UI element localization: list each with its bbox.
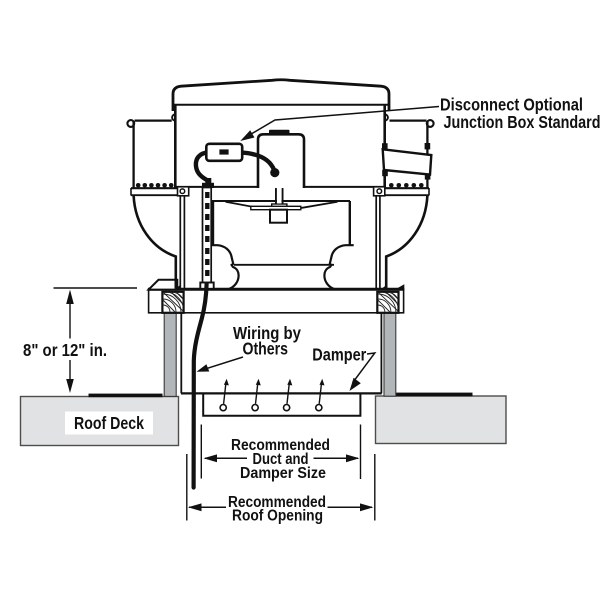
svg-text:Roof Deck: Roof Deck [74, 413, 144, 433]
svg-text:Damper: Damper [312, 345, 366, 365]
svg-text:Roof Opening: Roof Opening [232, 508, 323, 525]
svg-text:Duct and: Duct and [253, 451, 309, 468]
svg-text:8" or 12" in.: 8" or 12" in. [23, 340, 107, 360]
svg-text:Recommended: Recommended [231, 437, 330, 454]
svg-text:Recommended: Recommended [228, 494, 326, 511]
svg-text:Others: Others [243, 339, 289, 359]
svg-text:Disconnect Optional: Disconnect Optional [440, 95, 583, 115]
svg-text:Junction Box Standard: Junction Box Standard [444, 112, 600, 132]
svg-text:Wiring by: Wiring by [233, 323, 301, 343]
svg-text:Damper Size: Damper Size [240, 465, 326, 482]
